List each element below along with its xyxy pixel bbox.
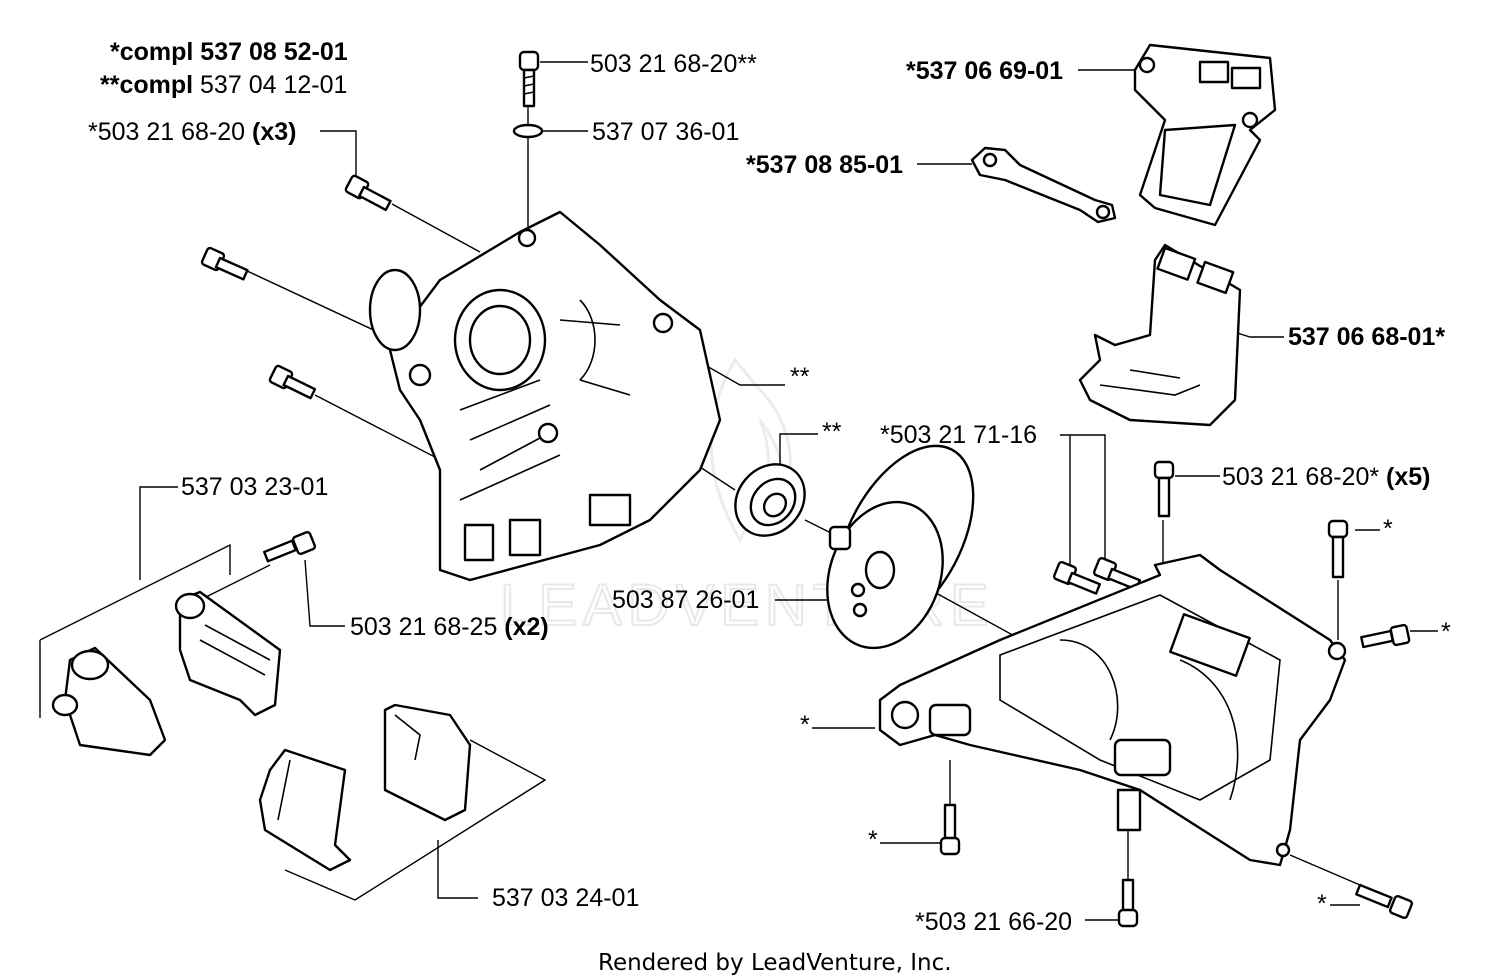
retaining-ring: [512, 123, 544, 139]
label-bracket-kit: 537 03 23-01: [181, 473, 328, 501]
clutch-housing: [368, 210, 722, 582]
screw-71-16-b: [1092, 556, 1142, 591]
label-ast-left: *: [800, 711, 810, 739]
screw-x5: [1153, 460, 1175, 518]
label-screw-x2: 503 21 68-25 (x2): [350, 613, 549, 641]
footer-credit: Rendered by LeadVenture, Inc.: [598, 950, 952, 976]
clamp-half-right: [383, 703, 472, 822]
bearing: [734, 463, 806, 537]
screw-bottom-left: [939, 803, 961, 856]
label-bearing-ast: **: [822, 418, 842, 446]
label-cover-lower: 537 06 68-01*: [1288, 323, 1445, 351]
label-housing-ast: **: [790, 363, 810, 391]
screw-66-20: [1117, 878, 1139, 928]
label-screw-71-16: *503 21 71-16: [880, 421, 1037, 449]
label-ast-bottom-right: *: [1317, 890, 1327, 918]
screw-housing-3: [268, 364, 317, 400]
label-screw-x5: 503 21 68-20* (x5): [1222, 463, 1431, 491]
screw-right-vertical: [1327, 519, 1349, 579]
screw-housing-1: [344, 174, 392, 212]
label-ast-right-1: *: [1383, 515, 1393, 543]
label-gasket: *537 08 85-01: [746, 151, 903, 179]
cover-lower: [1078, 243, 1242, 427]
label-ring-top: 537 07 36-01: [592, 118, 739, 146]
clamp-half-left: [258, 748, 352, 872]
screw-housing-2: [200, 246, 249, 281]
label-cover-top: *537 06 69-01: [906, 57, 1063, 85]
label-ast-right-2: *: [1441, 618, 1451, 646]
clutch-drum: [826, 444, 975, 650]
label-screw-66-20: *503 21 66-20: [915, 908, 1072, 936]
cover-top: [1133, 43, 1277, 227]
screw-bottom-right: [1355, 883, 1414, 920]
label-clamp-kit: 537 03 24-01: [492, 884, 639, 912]
screw-top: [518, 50, 540, 108]
label-clutch-drum: 503 87 26-01: [612, 586, 759, 614]
bracket-clamp-left: [51, 646, 167, 757]
label-screw-top: 503 21 68-20**: [590, 50, 757, 78]
gasket: [970, 146, 1117, 224]
label-ast-bottom-left: *: [868, 826, 878, 854]
screw-right-horizontal: [1360, 623, 1411, 649]
labels: *compl 537 08 52-01 **compl 537 04 12-01…: [88, 38, 1451, 976]
compl-label-1: *compl 537 08 52-01: [110, 38, 348, 66]
bracket-clamp-right: [174, 590, 282, 717]
screw-x2: [263, 530, 317, 563]
crankcase: [878, 553, 1347, 867]
screw-71-16-a: [1052, 560, 1102, 595]
label-screw-x3: *503 21 68-20 (x3): [88, 118, 297, 146]
compl-label-2: **compl 537 04 12-01: [100, 71, 347, 99]
